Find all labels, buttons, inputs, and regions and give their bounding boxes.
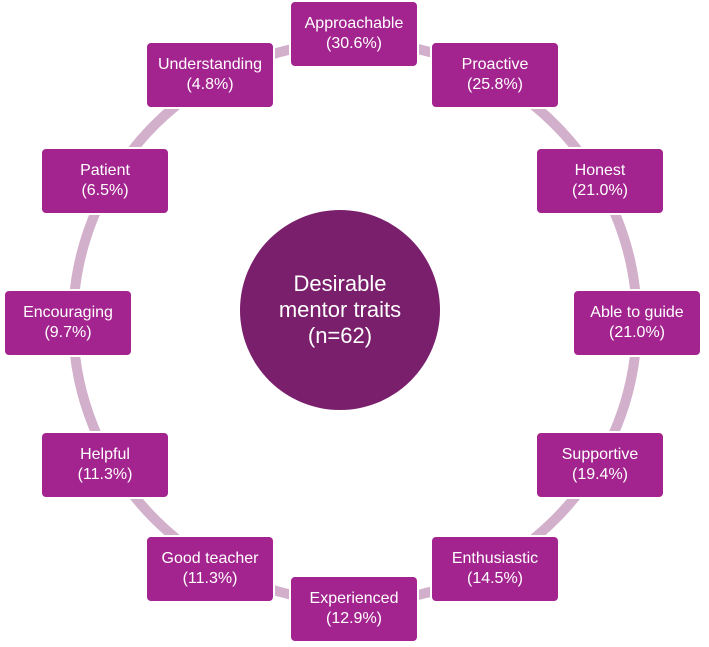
trait-node-enthusiastic: Enthusiastic (14.5%) [430, 535, 560, 603]
trait-label: Approachable [304, 15, 404, 32]
trait-node-good-teacher: Good teacher (11.3%) [145, 535, 275, 603]
trait-label: Experienced [309, 590, 399, 607]
trait-label: Supportive [561, 446, 639, 463]
trait-label: Enthusiastic [451, 550, 539, 567]
trait-label: Understanding [157, 56, 263, 73]
trait-percent: (19.4%) [571, 466, 629, 483]
trait-label: Able to guide [590, 304, 684, 321]
trait-node-encouraging: Encouraging (9.7%) [3, 289, 133, 357]
center-title-line1: Desirable [293, 271, 387, 296]
trait-percent: (21.0%) [571, 182, 629, 199]
trait-percent: (11.3%) [77, 466, 133, 483]
trait-percent: (6.5%) [81, 182, 129, 199]
trait-node-approachable: Approachable (30.6%) [289, 0, 419, 68]
trait-label: Proactive [461, 56, 529, 73]
trait-label: Honest [574, 162, 626, 179]
trait-node-helpful: Helpful (11.3%) [40, 431, 170, 499]
trait-node-proactive: Proactive (25.8%) [430, 41, 560, 109]
trait-label: Helpful [80, 446, 130, 463]
trait-label: Good teacher [161, 550, 259, 567]
center-title-line2: mentor traits [278, 297, 402, 322]
trait-percent: (25.8%) [466, 76, 524, 93]
trait-label: Patient [80, 162, 130, 179]
center-circle: Desirable mentor traits (n=62) [240, 210, 440, 410]
trait-percent: (30.6%) [325, 35, 383, 52]
trait-node-patient: Patient (6.5%) [40, 147, 170, 215]
center-count: (n=62) [307, 323, 373, 348]
trait-percent: (14.5%) [466, 570, 524, 587]
trait-node-understanding: Understanding (4.8%) [145, 41, 275, 109]
trait-node-able-to-guide: Able to guide (21.0%) [572, 289, 702, 357]
trait-percent: (11.3%) [182, 570, 238, 587]
trait-label: Encouraging [23, 304, 113, 321]
trait-node-experienced: Experienced (12.9%) [289, 575, 419, 643]
trait-node-supportive: Supportive (19.4%) [535, 431, 665, 499]
trait-percent: (4.8%) [186, 76, 234, 93]
trait-percent: (12.9%) [325, 610, 383, 627]
trait-percent: (21.0%) [608, 324, 666, 341]
trait-percent: (9.7%) [44, 324, 92, 341]
trait-node-honest: Honest (21.0%) [535, 147, 665, 215]
